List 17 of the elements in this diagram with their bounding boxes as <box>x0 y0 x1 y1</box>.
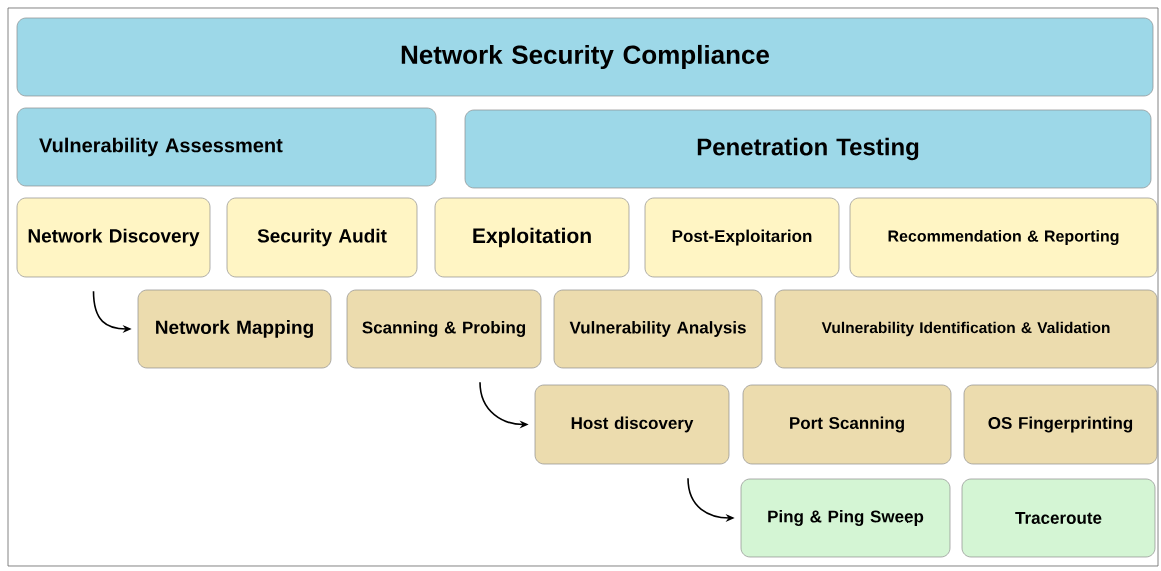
process-box: Vulnerability Analysis <box>553 289 763 369</box>
process-box: Security Audit <box>226 197 418 278</box>
process-box: Traceroute <box>961 478 1156 558</box>
process-box: Post-Exploitarion <box>644 197 840 278</box>
process-box: Recommendation & Reporting <box>849 197 1158 278</box>
process-box: Port Scanning <box>742 384 952 465</box>
process-box: Vulnerability Assessment <box>16 107 437 187</box>
process-box: Network Security Compliance <box>16 17 1154 97</box>
process-box: Scanning & Probing <box>346 289 542 369</box>
process-box: Network Mapping <box>137 289 332 369</box>
process-box: Penetration Testing <box>464 109 1152 189</box>
process-box: Host discovery <box>534 384 730 465</box>
process-box: Network Discovery <box>16 197 211 278</box>
process-box: OS Fingerprinting <box>963 384 1158 465</box>
process-box: Vulnerability Identification & Validation <box>774 289 1158 369</box>
process-box: Exploitation <box>434 197 630 278</box>
process-box: Ping & Ping Sweep <box>740 478 951 558</box>
